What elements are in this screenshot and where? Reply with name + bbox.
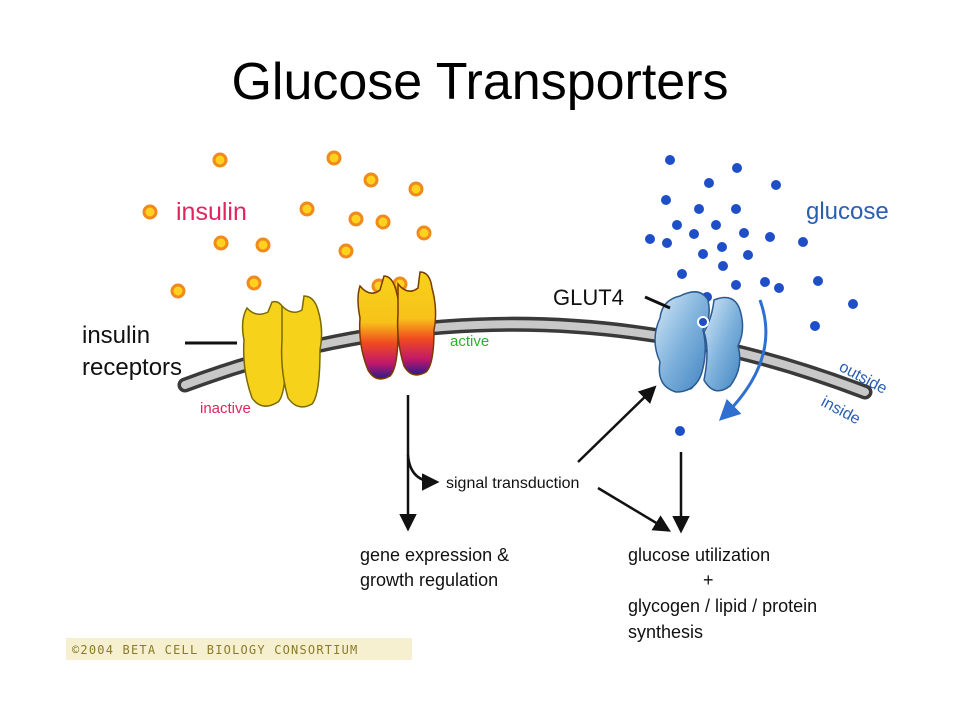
glucose-label: glucose	[806, 198, 889, 225]
glucose-dot	[711, 220, 721, 230]
glucose-dot	[698, 249, 708, 259]
glucose-dot	[760, 277, 770, 287]
glucose-molecules	[645, 155, 858, 436]
utilization-label-line2: glycogen / lipid / protein	[628, 596, 817, 616]
glucose-dot	[689, 229, 699, 239]
insulin-label: insulin	[176, 198, 247, 226]
glucose-dot	[798, 237, 808, 247]
glucose-dot	[810, 321, 820, 331]
glucose-dot	[718, 261, 728, 271]
glucose-dot	[694, 204, 704, 214]
inside-label: inside	[818, 394, 863, 429]
glucose-dot	[672, 220, 682, 230]
receptors-label-line1: insulin	[82, 322, 150, 349]
glucose-dot	[677, 269, 687, 279]
insulin-dot	[170, 283, 186, 299]
glucose-dot	[661, 195, 671, 205]
glucose-dot	[813, 276, 823, 286]
glucose-dot	[743, 250, 753, 260]
arrow-to-glut4	[577, 385, 657, 463]
insulin-molecules	[142, 150, 432, 299]
glucose-dot	[848, 299, 858, 309]
insulin-dot	[246, 275, 262, 291]
utilization-label-line3: synthesis	[628, 622, 703, 642]
insulin-dot	[212, 152, 228, 168]
insulin-receptor-active	[357, 271, 437, 380]
arrow-to-utilization-diagonal	[597, 486, 672, 532]
receptors-label-line2: receptors	[82, 354, 182, 381]
utilization-label-line1: glucose utilization	[628, 545, 770, 565]
glut4-label: GLUT4	[553, 285, 624, 310]
glucose-transport-arrow	[718, 299, 768, 421]
arrow-to-signal-transduction	[406, 454, 440, 491]
insulin-dot	[142, 204, 158, 220]
copyright-notice: ©2004 BETA CELL BIOLOGY CONSORTIUM	[66, 638, 412, 660]
gene-expression-label-line1: gene expression &	[360, 545, 509, 565]
signaling-arrows	[399, 385, 690, 534]
insulin-dot	[338, 243, 354, 259]
glut4-bound-glucose	[697, 316, 709, 328]
glucose-dot	[675, 426, 685, 436]
glucose-dot	[731, 204, 741, 214]
active-label: active	[450, 333, 489, 350]
insulin-dot	[213, 235, 229, 251]
glucose-dot	[704, 178, 714, 188]
glucose-dot	[771, 180, 781, 190]
utilization-plus: +	[703, 570, 714, 590]
insulin-receptor-inactive	[241, 295, 323, 408]
glucose-dot	[717, 242, 727, 252]
glucose-dot	[774, 283, 784, 293]
insulin-dot	[363, 172, 379, 188]
glucose-dot	[739, 228, 749, 238]
insulin-dot	[326, 150, 342, 166]
insulin-dot	[255, 237, 271, 253]
glucose-dot	[645, 234, 655, 244]
glucose-dot	[665, 155, 675, 165]
insulin-dot	[375, 214, 391, 230]
inactive-label: inactive	[200, 400, 251, 417]
copyright-text: ©2004 BETA CELL BIOLOGY CONSORTIUM	[72, 643, 358, 657]
glut4-leader-line	[644, 295, 671, 310]
glucose-dot	[765, 232, 775, 242]
gene-expression-label-line2: growth regulation	[360, 570, 498, 590]
signal-transduction-label: signal transduction	[446, 475, 579, 492]
insulin-dot	[299, 201, 315, 217]
glucose-dot	[662, 238, 672, 248]
glut4-transporter	[654, 291, 744, 393]
insulin-dot	[408, 181, 424, 197]
glucose-dot	[732, 163, 742, 173]
slide-title: Glucose Transporters	[231, 53, 729, 111]
insulin-dot	[416, 225, 432, 241]
glucose-dot	[731, 280, 741, 290]
insulin-dot	[348, 211, 364, 227]
